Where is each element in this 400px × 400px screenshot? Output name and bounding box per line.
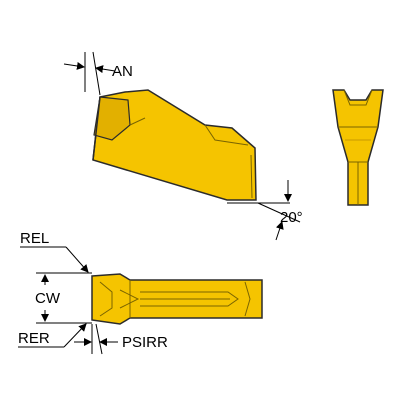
rel-label: REL [20, 230, 49, 247]
psirr-label: PSIRR [122, 334, 168, 351]
insert-side-view [92, 89, 257, 201]
an-label: AN [112, 63, 133, 80]
insert-front-view [332, 89, 384, 206]
an-dimension [63, 51, 116, 96]
cw-dimension [36, 272, 92, 324]
rer-leader [18, 323, 87, 348]
rel-leader [20, 246, 89, 273]
rer-label: RER [18, 330, 50, 347]
psirr-dimension [74, 323, 118, 355]
angle-dimension [227, 180, 301, 241]
cw-label: CW [35, 290, 61, 307]
angle-label: 20° [280, 209, 303, 226]
insert-top-view [91, 273, 263, 325]
